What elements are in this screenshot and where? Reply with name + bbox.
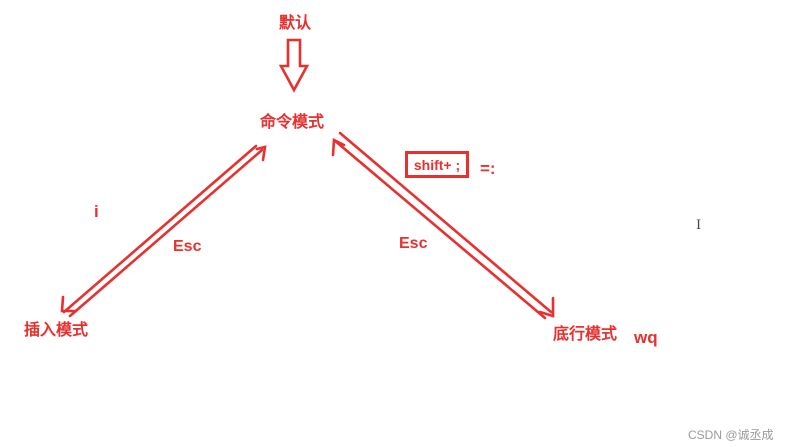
command-to-insert-line xyxy=(62,144,258,314)
insert-key-label: i xyxy=(94,202,99,221)
esc-to-command-right-label: Esc xyxy=(399,235,428,252)
watermark: CSDN @诚丞成 xyxy=(688,428,774,442)
shift-key-label: shift+ ; xyxy=(413,156,461,173)
command-to-lastline-arrowhead xyxy=(538,296,555,318)
command-to-insert-arrowhead xyxy=(60,295,78,313)
esc-to-command-left-label: Esc xyxy=(173,238,202,255)
insert-mode-node: 插入模式 xyxy=(24,320,89,339)
lastline-to-command-arrowhead xyxy=(331,137,346,157)
command-to-lastline-line xyxy=(338,131,553,314)
insert-to-command-line xyxy=(68,148,264,318)
insert-to-command-arrowhead xyxy=(255,145,267,162)
lastline-to-command-line xyxy=(332,138,547,320)
command-mode-node: 命令模式 xyxy=(260,112,325,131)
colon-key-label: =: xyxy=(480,159,496,178)
shift-key-box: shift+ ; xyxy=(405,151,469,178)
last-line-mode-node: 底行模式 xyxy=(553,324,618,343)
text-cursor-icon: I xyxy=(696,218,702,233)
wq-command-label: wq xyxy=(634,328,658,347)
default-label: 默认 xyxy=(279,13,312,32)
default-entry-arrow xyxy=(278,38,310,93)
